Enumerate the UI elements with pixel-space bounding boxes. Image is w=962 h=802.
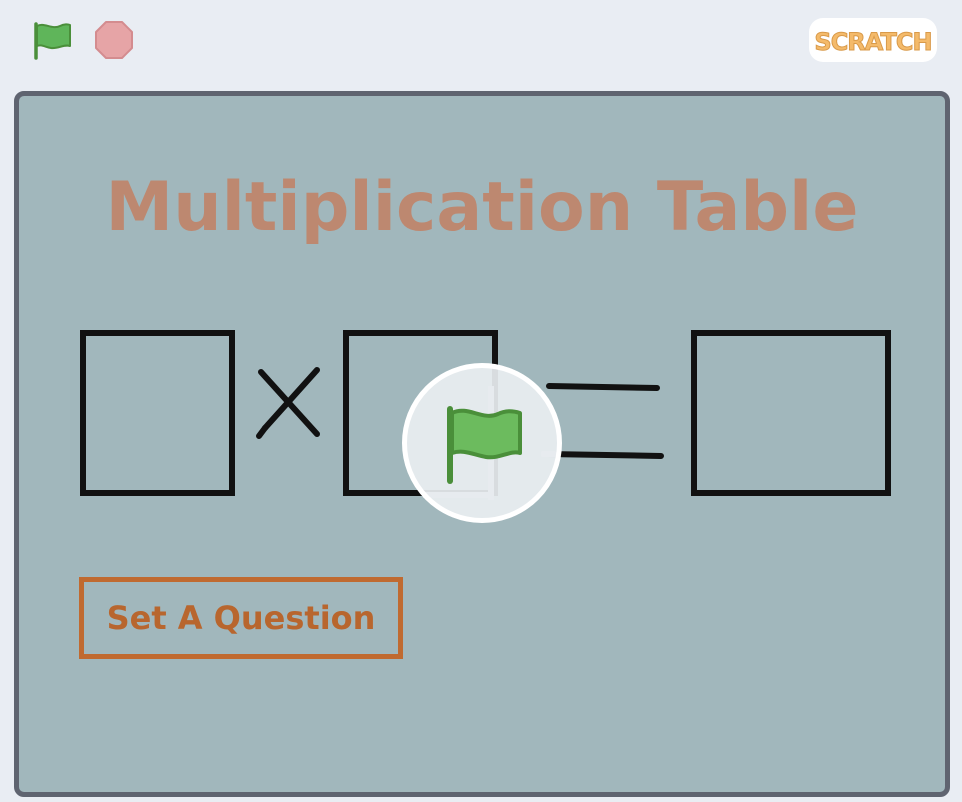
- first-number-box: [80, 330, 235, 496]
- green-flag-icon: [447, 406, 522, 484]
- set-a-question-button[interactable]: Set A Question: [79, 577, 403, 659]
- project-stage[interactable]: Multiplication Table Set A Question: [14, 91, 950, 797]
- green-flag-icon: [34, 22, 71, 60]
- scratch-logo[interactable]: SCRATCH: [806, 14, 940, 66]
- green-flag-button[interactable]: [28, 18, 72, 62]
- times-sign: [256, 367, 320, 439]
- stop-icon: [95, 21, 133, 59]
- start-overlay-button[interactable]: [402, 363, 562, 523]
- player-toolbar: SCRATCH: [0, 0, 962, 84]
- stop-button[interactable]: [92, 18, 136, 62]
- scratch-logo-text: SCRATCH: [814, 28, 931, 56]
- stage-title: Multiplication Table: [105, 168, 859, 247]
- result-box: [691, 330, 891, 496]
